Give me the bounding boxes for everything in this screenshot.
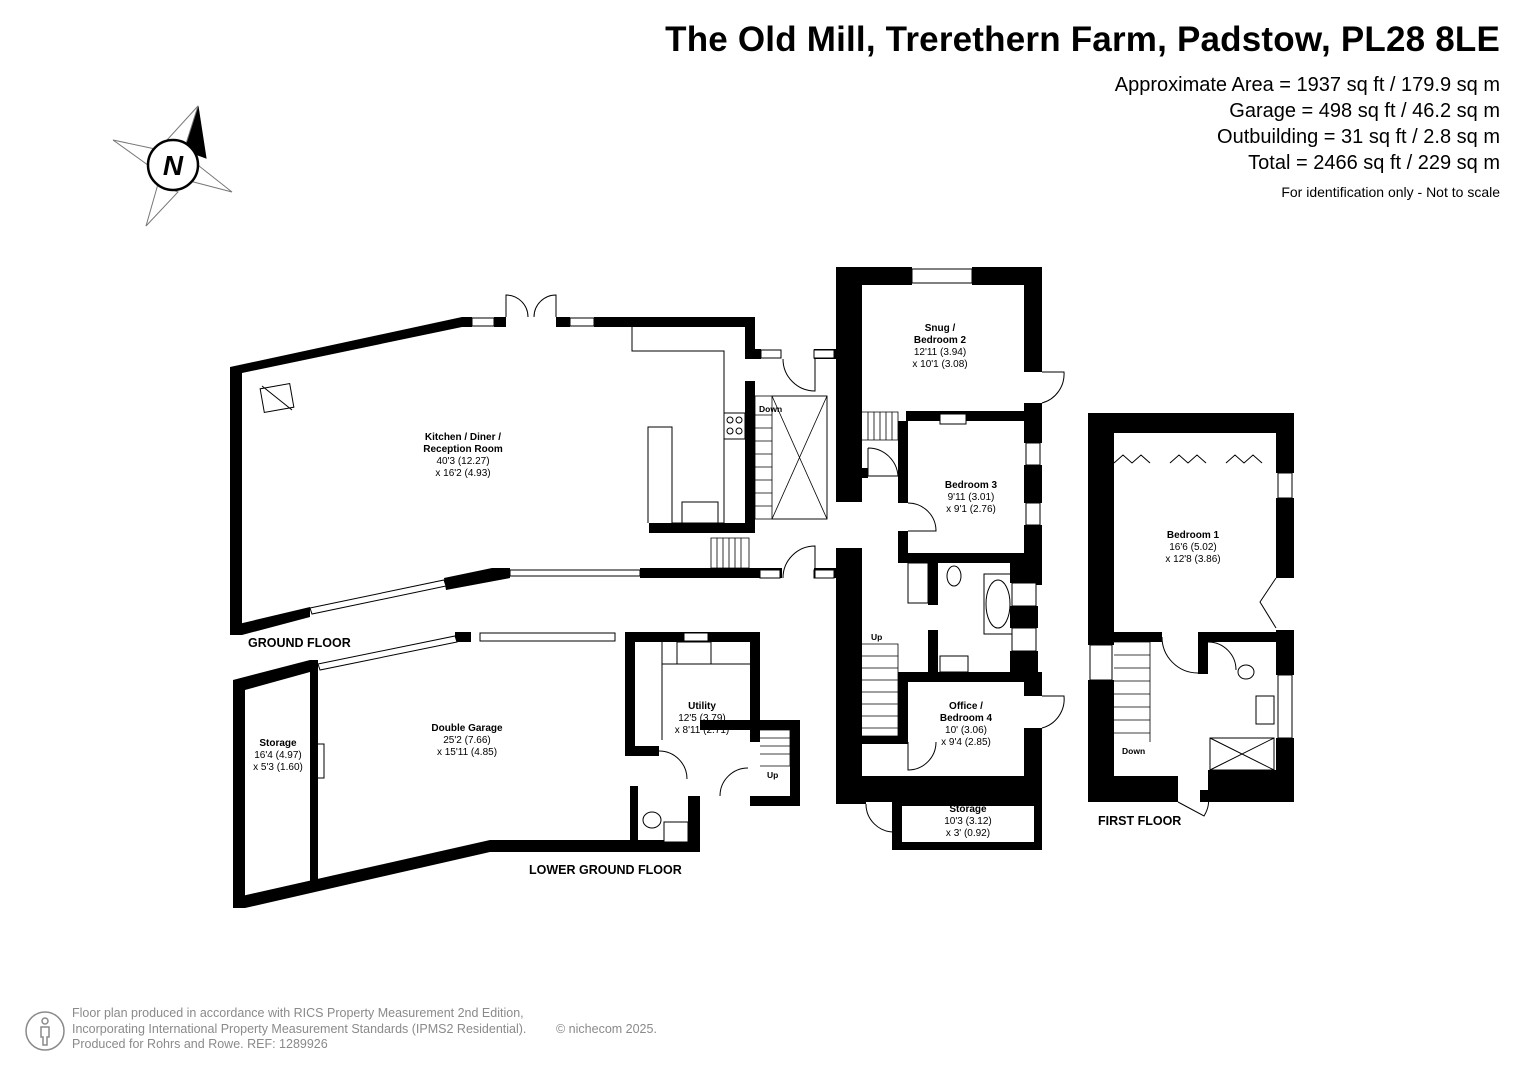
stair-label-down-first: Down — [1122, 746, 1146, 756]
copyright: © nichecom 2025. — [556, 1021, 657, 1036]
stair-label-up-ground: Up — [871, 632, 883, 642]
outbuilding-area: Outbuilding = 31 sq ft / 2.8 sq m — [1217, 126, 1500, 148]
north-compass-icon — [112, 105, 233, 227]
room-double-garage: Double Garage 25'2 (7.66) x 15'11 (4.85) — [431, 723, 503, 758]
room-kitchen: Kitchen / Diner / Reception Room 40'3 (1… — [423, 432, 503, 479]
room-bedroom-1: Bedroom 1 16'6 (5.02) x 12'8 (3.86) — [1165, 530, 1221, 565]
footer-notes: Floor plan produced in accordance with R… — [72, 1006, 657, 1053]
page-title: The Old Mill, Trerethern Farm, Padstow, … — [665, 20, 1500, 59]
door-swings — [505, 294, 1277, 833]
room-office: Office / Bedroom 4 10' (3.06) x 9'4 (2.8… — [939, 701, 993, 748]
footer-line-1: Floor plan produced in accordance with R… — [72, 1006, 524, 1020]
bifold-doors — [1113, 454, 1263, 464]
approximate-area: Approximate Area = 1937 sq ft / 179.9 sq… — [1114, 74, 1500, 96]
room-bedroom-3: Bedroom 3 9'11 (3.01) x 9'1 (2.76) — [944, 480, 998, 515]
floor-label-ground: GROUND FLOOR — [248, 636, 351, 650]
stair-label-up-lower: Up — [767, 770, 779, 780]
room-storage-ground: Storage 10'3 (3.12) x 3' (0.92) — [944, 804, 992, 839]
room-utility: Utility 12'5 (3.79) x 8'11 (2.71) — [674, 701, 730, 736]
garage-area: Garage = 498 sq ft / 46.2 sq m — [1229, 100, 1500, 122]
floor-label-first: FIRST FLOOR — [1098, 814, 1182, 828]
scale-note: For identification only - Not to scale — [1281, 184, 1500, 200]
compass-label: N — [163, 150, 184, 181]
footer-line-3: Produced for Rohrs and Rowe. REF: 128992… — [72, 1037, 328, 1051]
fixtures — [259, 327, 1275, 843]
total-area: Total = 2466 sq ft / 229 sq m — [1248, 152, 1500, 174]
stairs — [710, 395, 1151, 767]
ground-floor-walls — [230, 267, 1294, 908]
room-snug: Snug / Bedroom 2 12'11 (3.94) x 10'1 (3.… — [912, 323, 968, 370]
footer-line-2: Incorporating International Property Mea… — [72, 1021, 527, 1036]
person-badge-icon — [25, 1011, 65, 1051]
room-storage-lower: Storage 16'4 (4.97) x 5'3 (1.60) — [253, 738, 303, 773]
stair-label-down-ground: Down — [759, 404, 783, 414]
windows — [309, 268, 1293, 739]
floor-label-lower-ground: LOWER GROUND FLOOR — [529, 863, 682, 877]
